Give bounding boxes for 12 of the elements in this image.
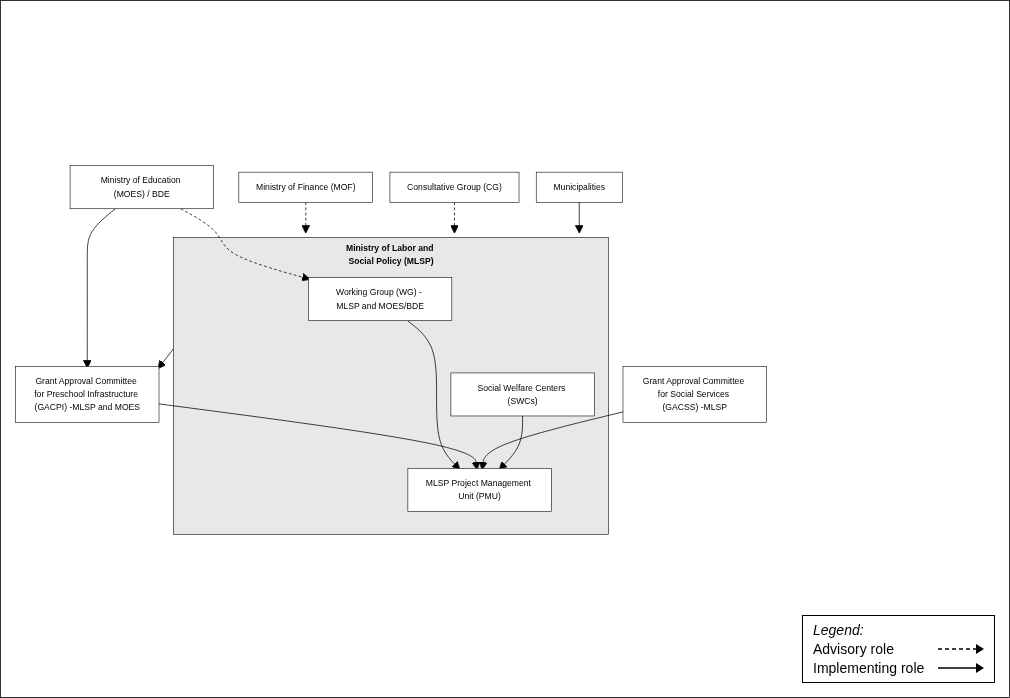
node-box: Ministry of Education (MOES) / BDE	[69, 165, 214, 210]
node-box: Consultative Group (CG)	[389, 171, 520, 203]
node-box: Grant Approval Committee for Social Services (GACSS) -MLSP	[622, 366, 767, 423]
node-box: Grant Approval Committee for Preschool Infrastructure (GACPI) -MLSP and MOES	[15, 366, 160, 423]
node-box: Social Welfare Centers (SWCs)	[450, 372, 595, 417]
legend-label: Implementing role	[813, 660, 926, 676]
node-box: Working Group (WG) - MLSP and MOES/BDE	[308, 277, 453, 321]
node-box: MLSP Project Management Unit (PMU)	[407, 468, 552, 512]
legend-heading: Legend:	[813, 622, 865, 638]
node-box: Municipalities	[535, 171, 623, 203]
node-box: Ministry of Finance (MOF)	[238, 171, 373, 203]
legend-label: Advisory role	[813, 641, 895, 657]
